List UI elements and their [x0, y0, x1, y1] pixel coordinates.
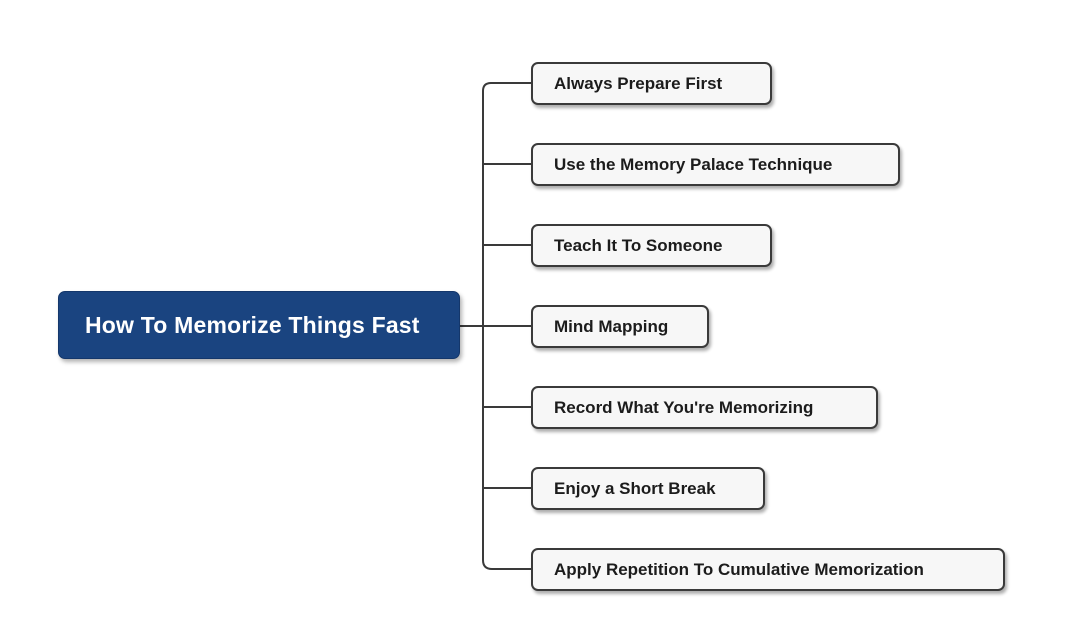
connector-branch-7 [482, 559, 531, 570]
branch-node-5[interactable]: Record What You're Memorizing [531, 386, 878, 429]
branch-node-6[interactable]: Enjoy a Short Break [531, 467, 765, 510]
branch-node-1[interactable]: Always Prepare First [531, 62, 772, 105]
branch-node-4[interactable]: Mind Mapping [531, 305, 709, 348]
branch-node-2-label: Use the Memory Palace Technique [554, 155, 833, 174]
branch-node-7-label: Apply Repetition To Cumulative Memorizat… [554, 560, 924, 579]
branch-node-7[interactable]: Apply Repetition To Cumulative Memorizat… [531, 548, 1005, 591]
branch-node-2[interactable]: Use the Memory Palace Technique [531, 143, 900, 186]
root-node-label: How To Memorize Things Fast [85, 311, 420, 338]
branch-node-3[interactable]: Teach It To Someone [531, 224, 772, 267]
root-node[interactable]: How To Memorize Things Fast [58, 291, 460, 359]
branch-node-6-label: Enjoy a Short Break [554, 479, 716, 498]
branch-node-3-label: Teach It To Someone [554, 236, 723, 255]
branch-node-4-label: Mind Mapping [554, 317, 669, 336]
connector-branch-1 [482, 82, 531, 92]
branch-node-5-label: Record What You're Memorizing [554, 398, 814, 417]
branch-node-1-label: Always Prepare First [554, 74, 723, 93]
